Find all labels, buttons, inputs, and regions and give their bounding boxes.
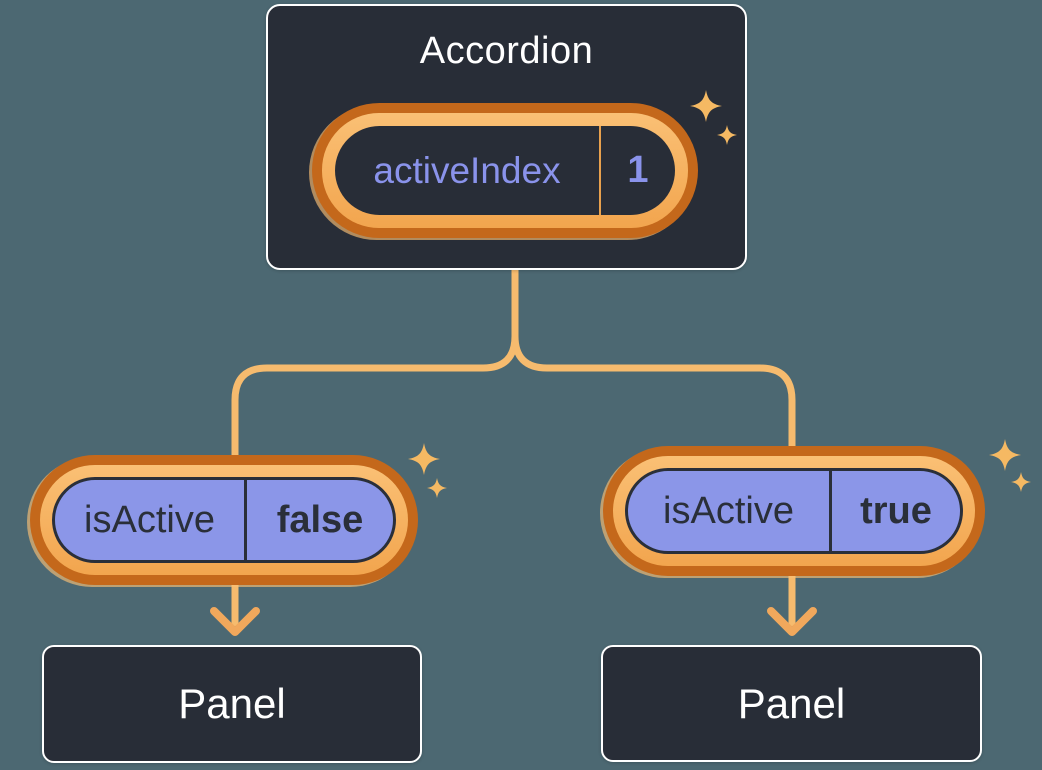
prop-pill-label: isActive — [663, 489, 794, 532]
state-pill-label: activeIndex — [373, 149, 561, 191]
panel-node-left: Panel — [42, 645, 422, 763]
is-active-pill-left: isActive false — [30, 455, 418, 585]
pill-ring-band: isActive true — [613, 456, 975, 566]
prop-pill-value: false — [276, 498, 364, 541]
pill-core: activeIndex 1 — [335, 126, 675, 215]
panel-label: Panel — [178, 680, 286, 727]
panel-label: Panel — [737, 679, 846, 727]
pill-core: isActive false — [52, 477, 396, 563]
panel-node-right: Panel — [601, 645, 982, 762]
pill-divider — [829, 471, 832, 551]
pill-ring-band: isActive false — [40, 465, 408, 575]
prop-pill-value: true — [860, 489, 932, 532]
connector-right-branch — [511, 269, 796, 626]
arrow-down-icon — [767, 607, 817, 636]
pill-divider — [599, 126, 601, 215]
pill-core: isActive true — [625, 468, 963, 554]
pill-ring-band: activeIndex 1 — [322, 113, 688, 228]
accordion-title: Accordion — [419, 30, 594, 72]
pill-divider — [244, 480, 247, 560]
prop-pill-label: isActive — [84, 498, 215, 541]
is-active-pill-right: isActive true — [603, 446, 985, 576]
active-index-pill: activeIndex 1 — [312, 103, 698, 238]
state-pill-value: 1 — [627, 149, 649, 191]
arrow-down-icon — [210, 607, 260, 636]
